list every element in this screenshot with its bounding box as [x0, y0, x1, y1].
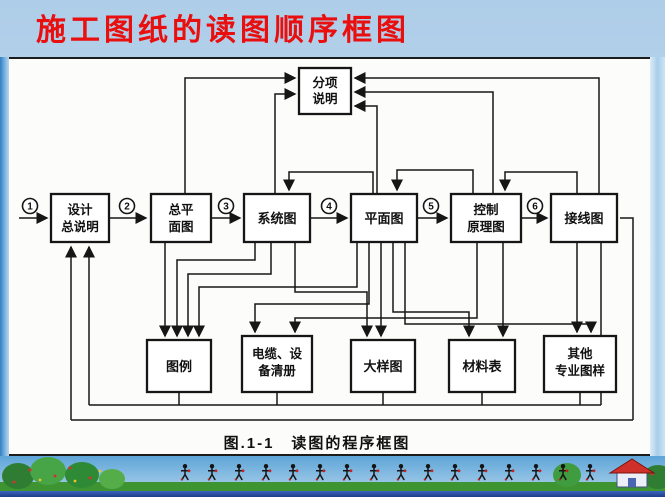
box-control-schematic: 控制 原理图	[449, 192, 523, 244]
box-label: 接线图	[564, 211, 603, 226]
box-material-list: 材料表	[447, 338, 517, 394]
step-number-4: 4	[320, 197, 338, 215]
box-label: 原理图	[467, 220, 505, 234]
box-other-discipline-drawings: 其他 专业图样	[542, 334, 618, 394]
svg-text:3: 3	[223, 202, 229, 213]
box-floor-plan: 平面图	[349, 192, 419, 244]
svg-text:4: 4	[326, 202, 332, 213]
svg-text:1: 1	[27, 202, 33, 213]
svg-text:2: 2	[124, 202, 130, 213]
box-label: 控制	[473, 202, 498, 217]
box-label: 平面图	[364, 211, 403, 226]
figure-caption: 图.1-1 读图的程序框图	[224, 434, 411, 452]
step-numbers: 1 2 3 4 5	[21, 197, 544, 215]
svg-text:6: 6	[532, 202, 538, 213]
box-label: 系统图	[257, 211, 296, 226]
box-label: 说明	[312, 91, 337, 106]
box-label: 大样图	[363, 359, 402, 374]
box-system-diagram: 系统图	[242, 192, 312, 244]
step-number-1: 1	[21, 197, 39, 215]
box-legend: 图例	[145, 338, 213, 394]
flowchart-boxes: 分项 说明 设计 总说明 总平 面图 系统图	[49, 66, 619, 394]
page-title: 施工图纸的读图顺序框图	[36, 14, 410, 47]
box-label: 设计	[67, 202, 93, 217]
footer-decoration	[0, 456, 665, 491]
connector-lines	[19, 72, 634, 421]
box-cable-equipment-list: 电缆、设 备清册	[240, 334, 314, 394]
box-label: 电缆、设	[252, 346, 303, 361]
box-detail-drawing: 大样图	[349, 338, 417, 394]
step-number-6: 6	[526, 197, 544, 215]
slide-bottom-border	[0, 491, 665, 497]
box-label: 其他	[567, 346, 593, 361]
box-label: 总平	[168, 202, 194, 217]
flowchart: 分项 说明 设计 总说明 总平 面图 系统图	[19, 66, 634, 452]
box-label: 分项	[312, 75, 338, 90]
svg-text:5: 5	[428, 202, 434, 213]
footer-scene	[0, 456, 665, 491]
home-icon[interactable]	[608, 458, 656, 488]
box-label: 图例	[166, 359, 192, 374]
step-number-2: 2	[118, 197, 136, 215]
box-label: 备清册	[257, 363, 296, 378]
box-label: 材料表	[462, 359, 502, 374]
box-design-general-notes: 设计 总说明	[49, 192, 111, 244]
box-general-plan: 总平 面图	[149, 192, 213, 244]
left-edge-decoration	[0, 57, 9, 456]
footer-grass	[0, 482, 665, 491]
box-label: 专业图样	[555, 363, 606, 378]
tree-icons	[2, 457, 665, 489]
right-edge-decoration	[650, 57, 665, 456]
step-number-5: 5	[422, 197, 440, 215]
diagram-panel: 分项 说明 设计 总说明 总平 面图 系统图	[9, 57, 650, 456]
step-number-3: 3	[217, 197, 235, 215]
box-label: 面图	[168, 220, 193, 234]
box-wiring-diagram: 接线图	[549, 192, 619, 244]
box-label: 总说明	[61, 219, 99, 234]
box-itemized-notes: 分项 说明	[297, 66, 353, 116]
